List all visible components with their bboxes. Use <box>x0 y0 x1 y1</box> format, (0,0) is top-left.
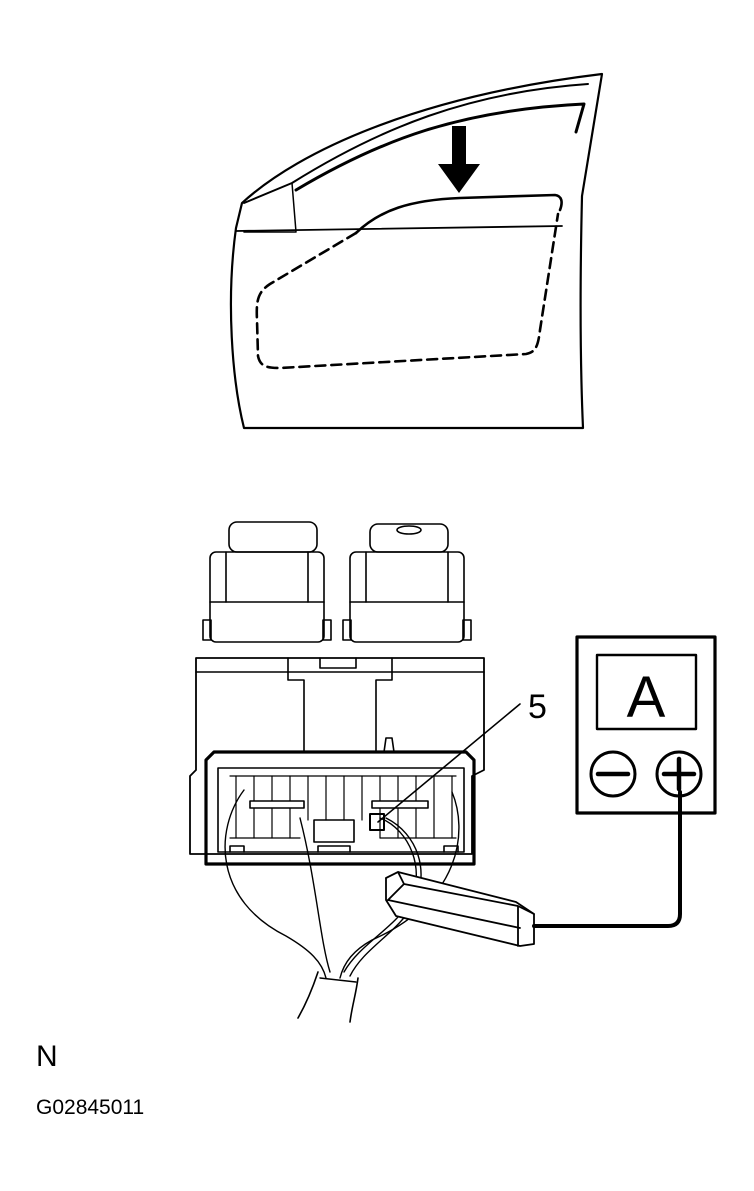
knob-indicator <box>396 525 422 535</box>
terminal-bar-left <box>249 800 305 809</box>
ammeter-case <box>575 635 717 815</box>
knob-tab <box>342 619 352 641</box>
window-switch-assembly <box>189 521 485 866</box>
right-switch-knob-top <box>369 523 449 553</box>
door-outline <box>229 72 604 430</box>
ammeter: A <box>575 635 717 815</box>
ammeter-symbol: A <box>627 665 666 730</box>
connector-terminals <box>229 775 457 839</box>
connector-face <box>217 767 465 853</box>
right-switch-knob <box>349 551 465 643</box>
connector-key <box>313 819 355 843</box>
knob-tab <box>462 619 472 641</box>
window-glass-top <box>294 102 586 192</box>
corner-letter: N <box>36 1040 58 1073</box>
probe-edge <box>385 871 535 947</box>
switch-housing <box>189 657 485 855</box>
ammeter-display <box>595 653 698 731</box>
test-probe <box>385 790 682 947</box>
hidden-glass-outline <box>255 212 560 370</box>
door-beltline <box>235 225 563 232</box>
meter-lead <box>532 790 682 928</box>
left-switch-knob <box>209 551 325 643</box>
housing-latch <box>383 737 395 753</box>
positive-terminal-icon <box>655 750 703 798</box>
left-switch-knob-top <box>228 521 318 553</box>
terminal-5 <box>369 813 385 831</box>
callout-leader <box>377 703 521 823</box>
harness-wire <box>299 817 331 973</box>
probe-edge <box>387 899 521 929</box>
housing-step <box>287 657 393 753</box>
window-frame <box>243 83 589 204</box>
connector-base-lip <box>229 845 459 853</box>
knob-tab <box>322 619 332 641</box>
probe-body <box>385 871 535 947</box>
housing-notch <box>319 657 357 669</box>
figure-code: G02845011 <box>36 1096 145 1119</box>
harness-bundle <box>319 977 357 983</box>
connector-frame <box>204 750 476 866</box>
terminal-callout: 5 <box>377 688 547 823</box>
down-arrow-icon <box>438 126 480 193</box>
harness-bundle <box>297 971 359 1023</box>
car-door-illustration <box>229 72 604 430</box>
terminal-callout-label: 5 <box>528 688 547 726</box>
window-frame-inner <box>243 182 297 233</box>
knob-tab <box>202 619 212 641</box>
negative-terminal-icon <box>589 750 637 798</box>
harness-wire <box>224 789 327 979</box>
lowered-glass-edge <box>354 193 563 235</box>
